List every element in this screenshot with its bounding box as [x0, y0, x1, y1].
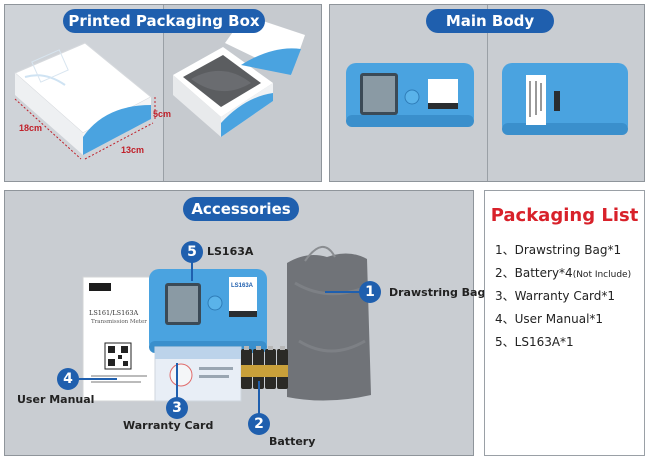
- callout-2-line: [258, 381, 260, 417]
- callout-2-label: Battery: [269, 435, 316, 448]
- dimension-length: 18cm: [19, 123, 43, 133]
- manual-subtitle: Transmission Meter: [91, 319, 147, 325]
- list-item: 3、Warranty Card*1: [495, 289, 616, 303]
- main-body-photo: [330, 5, 644, 181]
- main-body-title: Main Body: [426, 9, 554, 33]
- callout-3-label: Warranty Card: [123, 419, 214, 432]
- accessories-photo: [5, 191, 473, 455]
- manual-title: LS161/LS163A: [89, 309, 139, 317]
- packaging-list-items: 1、Drawstring Bag*1 2、Battery*4(Not Inclu…: [495, 241, 631, 356]
- packaging-box-panel: Printed Packaging Box 18cm 13cm 5cm: [4, 4, 322, 182]
- dimension-width: 13cm: [121, 145, 145, 155]
- packaging-box-photo: [5, 5, 321, 181]
- dimension-height: 5cm: [153, 109, 172, 119]
- accessories-panel: Accessories LS161/LS163A Transmission Me…: [4, 190, 485, 456]
- main-body-panel: Main Body: [329, 4, 645, 182]
- callout-1-line: [325, 291, 361, 293]
- callout-4-badge: 4: [57, 368, 79, 390]
- callout-3-line: [176, 363, 178, 399]
- packaging-list-title: Packaging List: [490, 205, 639, 226]
- accessories-title: Accessories: [183, 197, 299, 221]
- list-item: 1、Drawstring Bag*1: [495, 243, 622, 257]
- packaging-box-title: Printed Packaging Box: [63, 9, 265, 33]
- callout-3-badge: 3: [166, 397, 188, 419]
- list-item: 2、Battery*4(Not Include): [495, 266, 632, 280]
- callout-4-line: [79, 378, 117, 380]
- callout-5-label: LS163A: [207, 245, 254, 258]
- callout-4-label: User Manual: [17, 393, 95, 406]
- callout-1-label: Drawstring Bag: [389, 286, 486, 299]
- callout-2-badge: 2: [248, 413, 270, 435]
- callout-1-badge: 1: [359, 281, 381, 303]
- device-label: LS163A: [231, 283, 254, 289]
- callout-5-line: [191, 261, 193, 281]
- list-item: 5、LS163A*1: [495, 335, 574, 349]
- list-item: 4、User Manual*1: [495, 312, 604, 326]
- packaging-list-panel: Packaging List 1、Drawstring Bag*1 2、Batt…: [484, 190, 645, 456]
- list-item-note: (Not Include): [572, 270, 632, 280]
- callout-5-badge: 5: [181, 241, 203, 263]
